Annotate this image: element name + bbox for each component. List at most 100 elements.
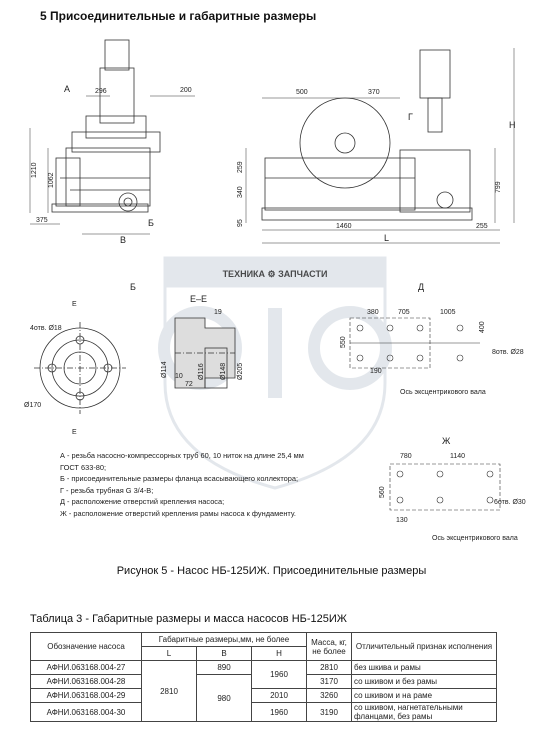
table-title: Таблица 3 - Габаритные размеры и масса н… (30, 613, 347, 625)
note-line: Д - расположение отверстий крепления нас… (60, 497, 225, 507)
cell-mass: 3260 (306, 688, 352, 703)
dim-1210: 1210 (31, 162, 38, 178)
cell-mass: 3190 (306, 702, 352, 722)
note-line: ГОСТ 633-80; (60, 462, 107, 472)
cell-h-top: 1960 (251, 660, 307, 689)
table-subheader-row: L В Н (31, 646, 497, 661)
drawing-svg: ТЕХНИКА ⚙ ЗАПЧАСТИ 296 200 1210 1062 375… (24, 39, 526, 542)
col-designation: Обозначение насоса (30, 632, 142, 661)
watermark-logo (158, 256, 392, 490)
letter-a: А (64, 84, 70, 94)
cell-l-merged: 2810 (141, 660, 197, 722)
cell-designation: АФНИ.063168.004-28 (30, 674, 142, 689)
dim-1005: 1005 (440, 309, 456, 316)
frame-holes-view-zh (389, 463, 501, 511)
mount-holes-view-d (349, 317, 480, 369)
dim-370: 370 (368, 89, 380, 96)
cell-designation: АФНИ.063168.004-30 (30, 702, 142, 722)
table-header-row: Обозначение насоса Габаритные размеры,мм… (30, 632, 497, 661)
cell-feature: со шкивом, нагнетательными фланцами, без… (351, 702, 497, 722)
cell-b-bottom: 980 (196, 674, 252, 722)
dim-705: 705 (398, 309, 410, 316)
dim-19: 19 (214, 309, 222, 316)
letter-e-bottom: Е (72, 429, 77, 436)
dim-1140: 1140 (450, 453, 465, 460)
cell-feature: со шкивом и без рамы (351, 674, 497, 689)
view-label-b: Б (130, 282, 136, 292)
cell-h-r3: 2010 (251, 688, 307, 703)
letter-b: Б (148, 218, 154, 228)
dim-560: 560 (379, 486, 386, 498)
cell-h-r4: 1960 (251, 702, 307, 722)
watermark-text: ТЕХНИКА ⚙ ЗАПЧАСТИ (223, 269, 328, 279)
dim-1460: 1460 (336, 223, 352, 230)
cell-feature: со шкивом и на раме (351, 688, 497, 703)
table-row: АФНИ.063168.004-29 2010 3260 со шкивом и… (30, 688, 497, 703)
dim-259: 259 (237, 161, 244, 173)
dim-d116: Ø116 (198, 363, 205, 380)
flange-view-b (34, 322, 126, 414)
table-row: АФНИ.063168.004-28 980 3170 со шкивом и … (30, 674, 497, 722)
dim-1062: 1062 (48, 172, 55, 188)
cell-mass: 2810 (306, 660, 352, 675)
dim-72: 72 (185, 381, 193, 388)
col-feature: Отличительный признак исполнения (351, 632, 497, 661)
letter-e-top: Е (72, 301, 77, 308)
cell-b-top: 890 (196, 660, 252, 675)
cell-designation: АФНИ.063168.004-27 (30, 660, 142, 675)
dim-190: 190 (370, 368, 382, 375)
letter-l: L (384, 233, 389, 243)
section-title: 5 Присоединительные и габаритные размеры (40, 9, 317, 23)
dim-95: 95 (237, 219, 244, 227)
note-line: Б - присоединительные размеры фланца вса… (60, 474, 299, 484)
dim-340: 340 (237, 186, 244, 198)
cell-feature: без шкива и рамы (351, 660, 497, 675)
col-l: L (141, 646, 197, 661)
col-b: В (196, 646, 252, 661)
note-line: Ж - расположение отверстий крепления рам… (60, 508, 296, 518)
table-row: АФНИ.063168.004-27 2810 890 1960 2810 бе… (30, 660, 497, 722)
spec-table: Обозначение насоса Габаритные размеры,мм… (30, 632, 497, 722)
col-mass: Масса, кг, не более (306, 632, 352, 661)
technical-drawing: ТЕХНИКА ⚙ ЗАПЧАСТИ 296 200 1210 1062 375… (0, 28, 543, 568)
dim-d170: Ø170 (24, 402, 41, 409)
dim-799: 799 (495, 181, 502, 193)
dim-780: 780 (400, 453, 412, 460)
letter-v: В (120, 235, 126, 245)
dim-500: 500 (296, 89, 308, 96)
dim-10: 10 (175, 373, 183, 380)
dim-380: 380 (367, 309, 379, 316)
letter-g: Г (408, 112, 413, 122)
dim-130: 130 (396, 517, 408, 524)
letter-n: Н (509, 120, 516, 130)
col-dims-group: Габаритные размеры,мм, не более (141, 632, 307, 647)
section-e-e (174, 317, 236, 389)
dim-d114: Ø114 (161, 361, 168, 378)
dim-200: 200 (180, 87, 192, 94)
figure-notes: А - резьба насосно-компрессорных труб 60… (60, 450, 350, 520)
left-dim-lines (29, 95, 195, 235)
pump-front-view (261, 49, 473, 221)
dim-296: 296 (95, 88, 107, 95)
cell-designation: АФНИ.063168.004-29 (30, 688, 142, 703)
dim-550: 550 (340, 336, 347, 348)
dim-400: 400 (479, 321, 486, 333)
view-label-e-e: Е–Е (190, 294, 207, 304)
dim-375: 375 (36, 217, 48, 224)
dim-d205: Ø205 (237, 363, 244, 380)
cell-mass: 3170 (306, 674, 352, 689)
note-line: А - резьба насосно-компрессорных труб 60… (60, 451, 304, 460)
ecc-axis-label-2: Ось эксцентрикового вала (432, 535, 518, 542)
col-h: Н (251, 646, 307, 661)
table-row: АФНИ.063168.004-30 1960 3190 со шкивом, … (30, 702, 497, 722)
view-label-zh: Ж (442, 436, 451, 446)
pump-side-view (51, 39, 161, 213)
figure-caption: Рисунок 5 - Насос НБ-125ИЖ. Присоедините… (116, 565, 427, 577)
dim-d148: Ø148 (220, 363, 227, 380)
dim-6otv30: 6отв. Ø30 (494, 499, 526, 506)
right-dim-lines (245, 48, 515, 244)
dim-255: 255 (476, 223, 488, 230)
dim-8otv28: 8отв. Ø28 (492, 349, 524, 356)
view-label-d: Д (418, 282, 424, 292)
dim-4otv18: 4отв. Ø18 (30, 325, 62, 332)
